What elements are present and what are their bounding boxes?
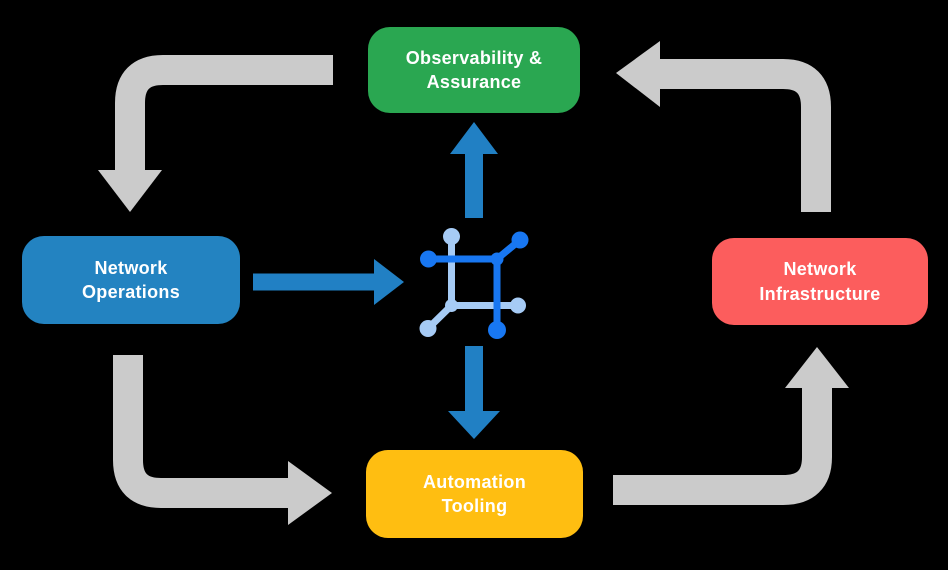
node-label-line: Tooling (441, 496, 508, 516)
node-network-infrastructure: Network Infrastructure (712, 238, 928, 325)
node-label-line: Operations (81, 282, 181, 302)
arrow-infrastructure-to-observability (616, 41, 831, 212)
arrow-head (450, 122, 498, 154)
arrow-center-to-tooling (448, 346, 500, 439)
arrow-operations-to-tooling (113, 355, 332, 525)
arrow-head (785, 347, 849, 388)
arrow-shaft (115, 55, 333, 171)
arrow-tooling-to-infrastructure (613, 347, 849, 505)
network-mesh-icon (419, 228, 529, 339)
arrow-head (374, 259, 404, 305)
arrow-shaft (659, 59, 831, 212)
arrow-head (616, 41, 660, 107)
network-mesh-icon-dark (420, 231, 529, 339)
arrow-head (448, 411, 500, 439)
arrow-head (98, 170, 162, 212)
node-label-line: Automation (423, 471, 526, 492)
node-network-operations: Network Operations (22, 236, 240, 324)
node-label-line: Assurance (426, 72, 522, 92)
node-automation-tooling: Automation Tooling (366, 450, 583, 538)
arrow-operations-to-center (253, 259, 404, 305)
node-label-line: Network (94, 257, 168, 278)
node-label-line: Network (783, 259, 857, 280)
node-label-line: Infrastructure (759, 283, 881, 304)
node-label-line: Observability & (405, 47, 543, 68)
arrow-head (288, 461, 332, 525)
node-observability-assurance: Observability & Assurance (368, 27, 580, 113)
arrow-shaft (113, 355, 289, 508)
arrow-shaft (613, 388, 832, 505)
arrow-observability-to-operations (98, 55, 333, 212)
arrow-center-to-observability (450, 122, 498, 218)
